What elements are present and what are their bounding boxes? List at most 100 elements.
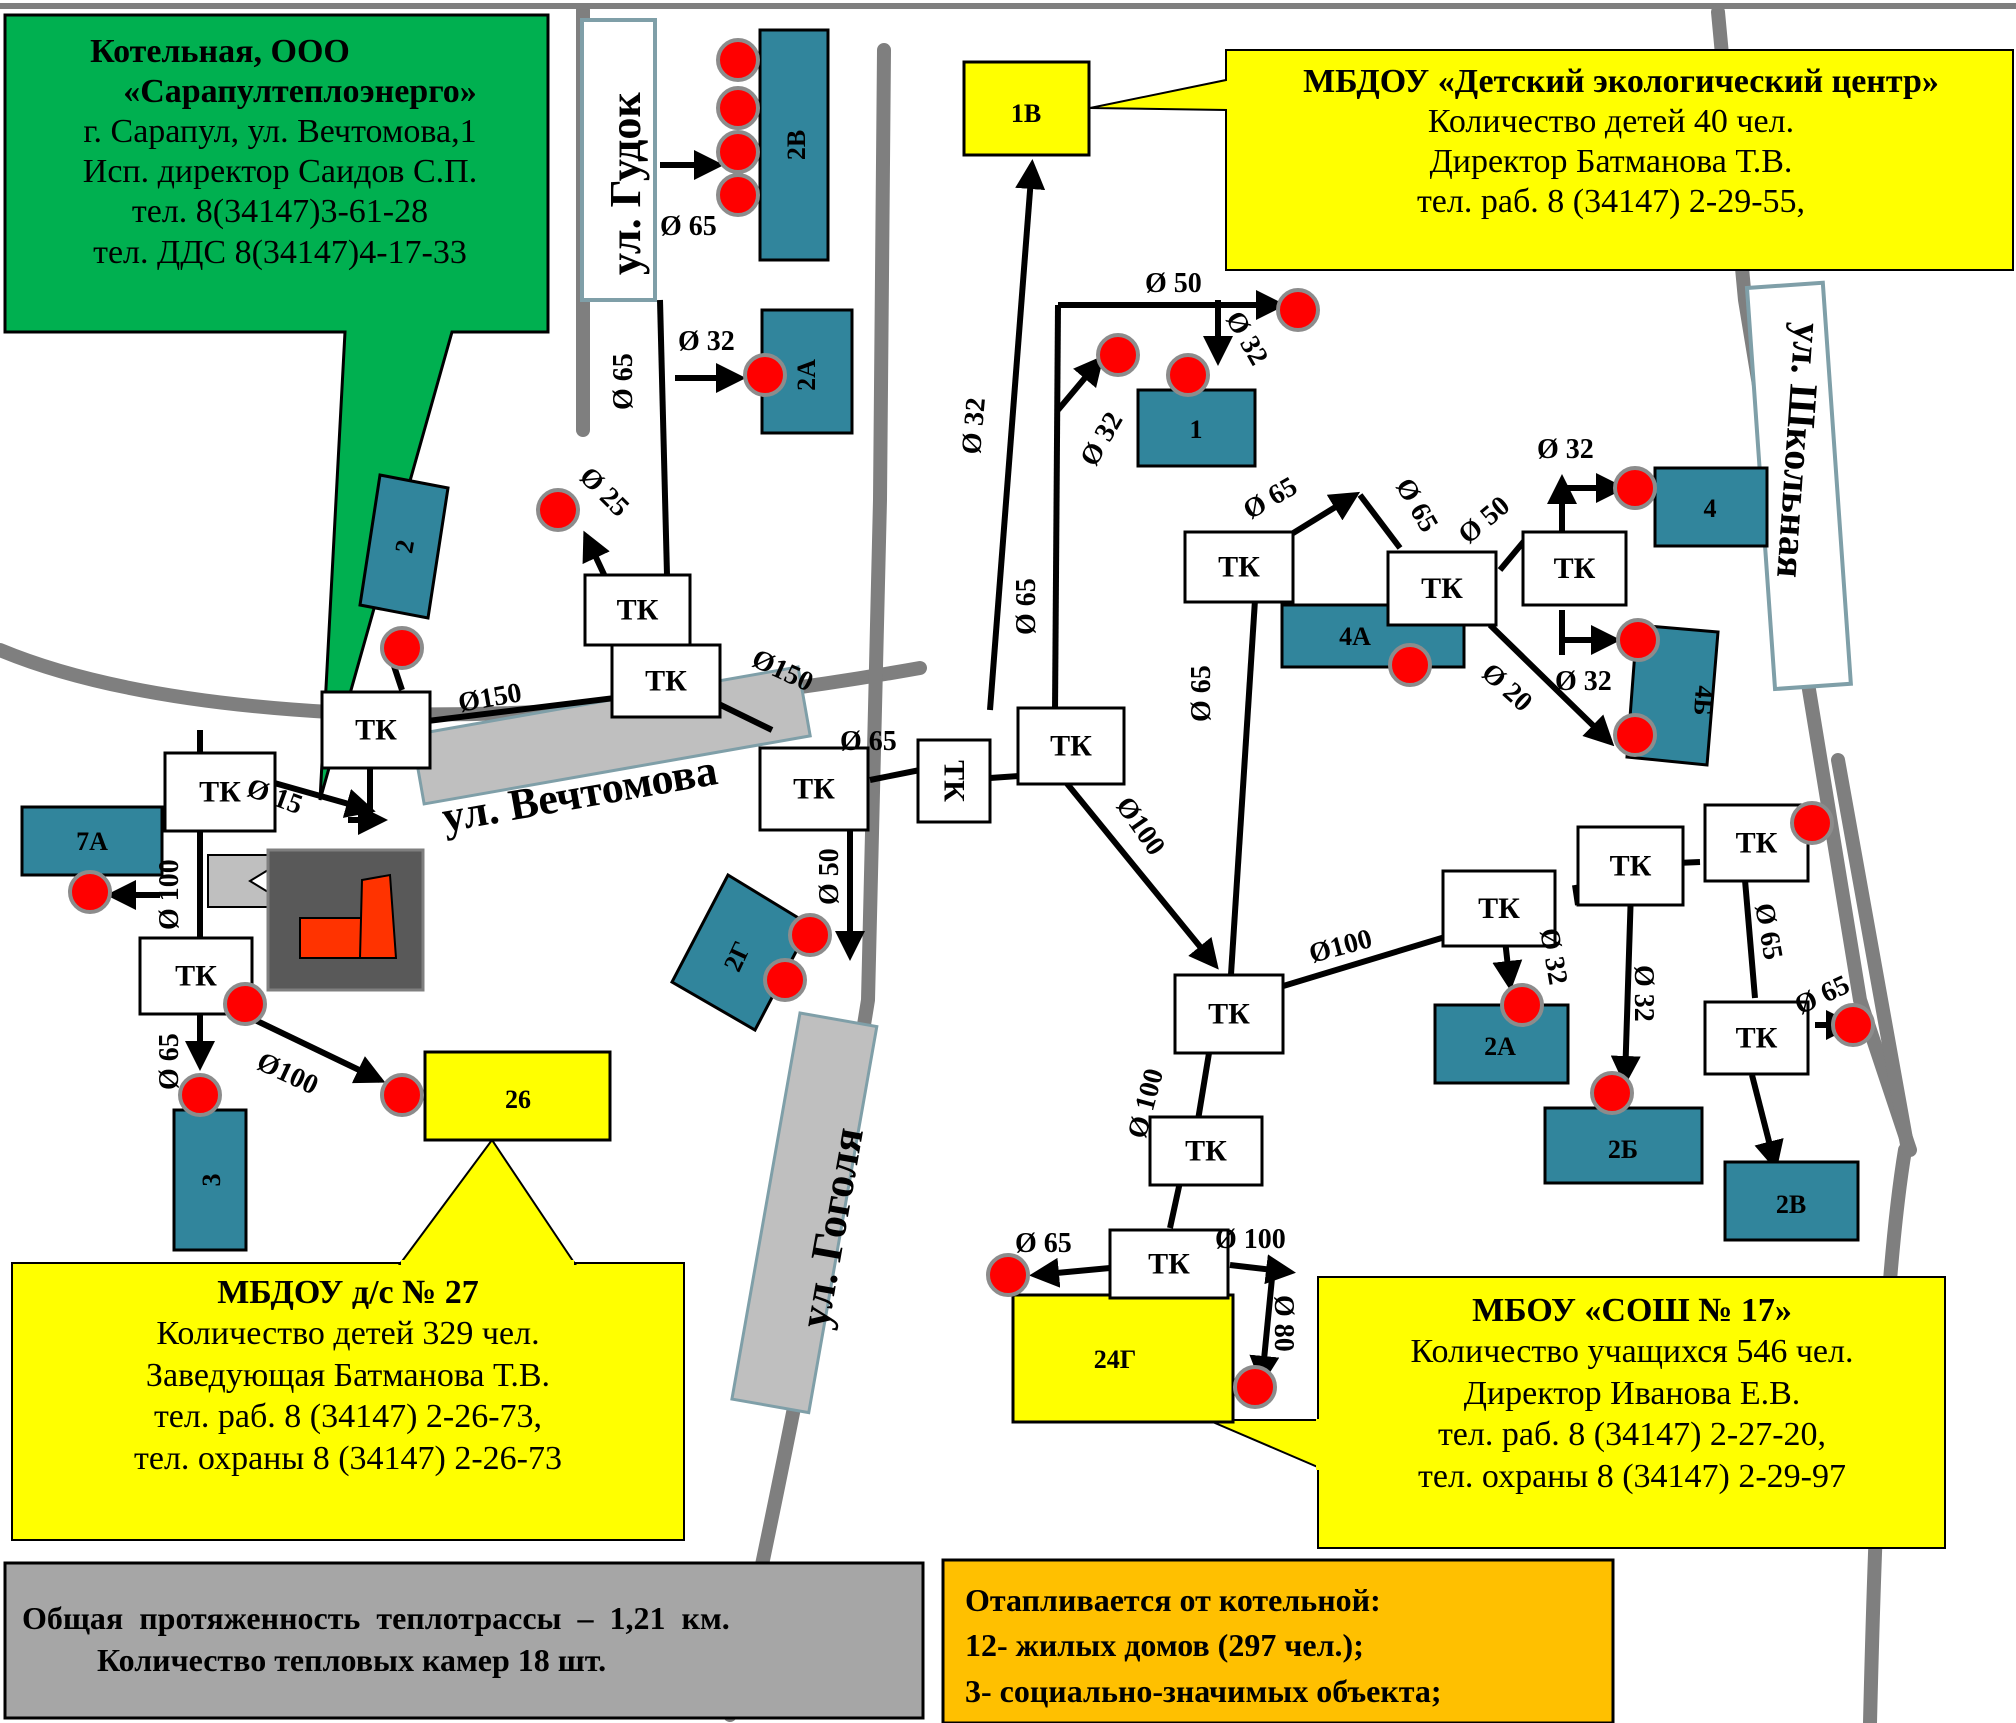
label-2v-top: 2В (782, 130, 811, 160)
consumer-points (68, 38, 1875, 1409)
thermal-chamber: ТК (583, 573, 692, 647)
summary-heated-title: Отапливается от котельной: (965, 1582, 1381, 1618)
school17-info: МБОУ «СОШ № 17» Количество учащихся 546 … (1326, 1290, 1938, 1497)
boiler-title-2: «Сарапултеплоэнерго» (123, 73, 477, 111)
boiler-phone: тел. 8(34147)3-61-28 (131, 193, 429, 231)
thermal-chamber: ТК (916, 738, 992, 824)
chamber-label: ТК (1208, 998, 1250, 1031)
building-24g (1011, 1293, 1235, 1424)
pipe-label: Ø 32 (1628, 965, 1659, 1022)
boiler-title-1: Котельная, ООО (90, 33, 350, 70)
road-school-right (1831, 753, 1915, 1157)
consumer-dot (1096, 333, 1140, 377)
chamber-label: ТК (1148, 1248, 1190, 1281)
dc27-head: Заведующая Батманова Т.В. (145, 1356, 551, 1394)
consumer-dot (536, 488, 580, 532)
building-1v (962, 60, 1091, 157)
summary-heated: Отапливается от котельной: 12- жилых дом… (965, 1578, 1605, 1714)
summary-heated-social: 3- социально-значимых объекта; (965, 1672, 1442, 1709)
thermal-chamber: ТК (1386, 550, 1498, 627)
consumer-dot (716, 130, 760, 174)
boiler-director: Исп. директор Саидов С.П. (82, 153, 478, 191)
consumer-dot (1590, 1071, 1634, 1115)
thermal-chamber: ТК (163, 751, 277, 833)
chamber-label: ТК (1610, 850, 1652, 883)
chamber-label: ТК (199, 776, 241, 809)
thermal-chamber: ТК (1703, 1000, 1810, 1076)
building-2v (1723, 1160, 1860, 1242)
consumer-dot (178, 1073, 222, 1117)
dc27-info: МБДОУ д/с № 27 Количество детей 329 чел.… (20, 1272, 676, 1479)
consumer-dot (788, 913, 832, 957)
label-3: 3 (197, 1174, 226, 1187)
building-2v-top (758, 28, 830, 262)
chamber-label: ТК (1218, 551, 1260, 584)
label-7a: 7А (76, 827, 108, 856)
consumer-dot (743, 353, 787, 397)
chamber-label: ТК (355, 714, 397, 747)
thermal-chamber: ТК (1576, 825, 1685, 907)
chamber-label: ТК (175, 960, 217, 993)
thermal-chamber: ТК (758, 746, 870, 832)
label-2a-top: 2А (792, 359, 821, 391)
pipe-label: Ø 100 (1215, 1224, 1286, 1255)
chamber-label: ТК (1736, 827, 1778, 860)
pipe-label: Ø 32 (1555, 666, 1612, 697)
pipe-label: Ø 32 (1537, 434, 1594, 465)
callout-eco (1089, 49, 2014, 271)
thermal-chamber: ТК (1441, 869, 1557, 948)
label-2v: 2В (1776, 1190, 1806, 1219)
label-4b: 4Б (1688, 685, 1719, 717)
pipe-label: Ø 32 (956, 396, 992, 455)
consumer-dot (1790, 801, 1834, 845)
building-4 (1653, 466, 1769, 548)
pipe-label: Ø 65 (1389, 473, 1444, 538)
chamber-label: ТК (938, 760, 971, 802)
consumer-dot (763, 958, 807, 1002)
callout-school (1207, 1276, 1946, 1549)
summary-gray-box (3, 1561, 925, 1720)
school17-students: Количество учащихся 546 чел. (1410, 1333, 1854, 1371)
consumer-dot (716, 38, 760, 82)
label-2: 2 (389, 538, 420, 556)
eco-center-director: Директор Батманова Т.В. (1429, 143, 1793, 181)
pipe-label: Ø 25 (573, 461, 635, 523)
consumer-dot (716, 173, 760, 217)
thermal-chamber: ТК (1173, 973, 1285, 1055)
pipe-label: Ø 65 (1238, 471, 1303, 526)
dc27-phone: тел. раб. 8 (34147) 2-26-73, (153, 1398, 543, 1436)
label-1: 1 (1190, 415, 1203, 444)
pipe-label: Ø 50 (814, 848, 845, 905)
chamber-label: ТК (793, 773, 835, 806)
summary-network: Общая протяженность теплотрассы – 1,21 к… (22, 1598, 912, 1681)
consumer-dot (1831, 1003, 1875, 1047)
boiler-address: г. Сарапул, ул. Вечтомова,1 (83, 113, 477, 151)
thermal-chamber: ТК (1148, 1115, 1264, 1187)
school17-security-phone: тел. охраны 8 (34147) 2-29-97 (1418, 1457, 1846, 1495)
chimney-icon (358, 873, 398, 959)
label-1v: 1В (1011, 99, 1041, 128)
summary-network-length: Общая протяженность теплотрассы – 1,21 к… (22, 1600, 730, 1636)
eco-center-phone: тел. раб. 8 (34147) 2-29-55, (1416, 183, 1806, 221)
pipe-label: Ø 65 (154, 1033, 185, 1090)
street-plate-gogolya (730, 1011, 879, 1415)
road-gogolya (723, 43, 891, 1722)
pipe-label: Ø 32 (1533, 926, 1573, 987)
chamber-label: ТК (1478, 892, 1520, 925)
school17-title: МБОУ «СОШ № 17» (1472, 1292, 1792, 1329)
callout-dc27 (11, 1138, 685, 1541)
consumer-dot (68, 870, 112, 914)
chamber-label: ТК (645, 665, 687, 698)
pipe-label: Ø 65 (1011, 578, 1042, 635)
consumer-dot (223, 982, 267, 1026)
building-2g (670, 872, 812, 1033)
thermal-chamber: ТК (320, 690, 432, 770)
label-4: 4 (1704, 494, 1717, 523)
pipe-label: Ø100 (252, 1046, 323, 1101)
furnace-icon (299, 917, 363, 959)
consumer-dot (380, 1073, 424, 1117)
summary-heated-houses: 12- жилых домов (297 чел.); (965, 1627, 1364, 1664)
pipe-label: Ø 100 (154, 859, 185, 930)
